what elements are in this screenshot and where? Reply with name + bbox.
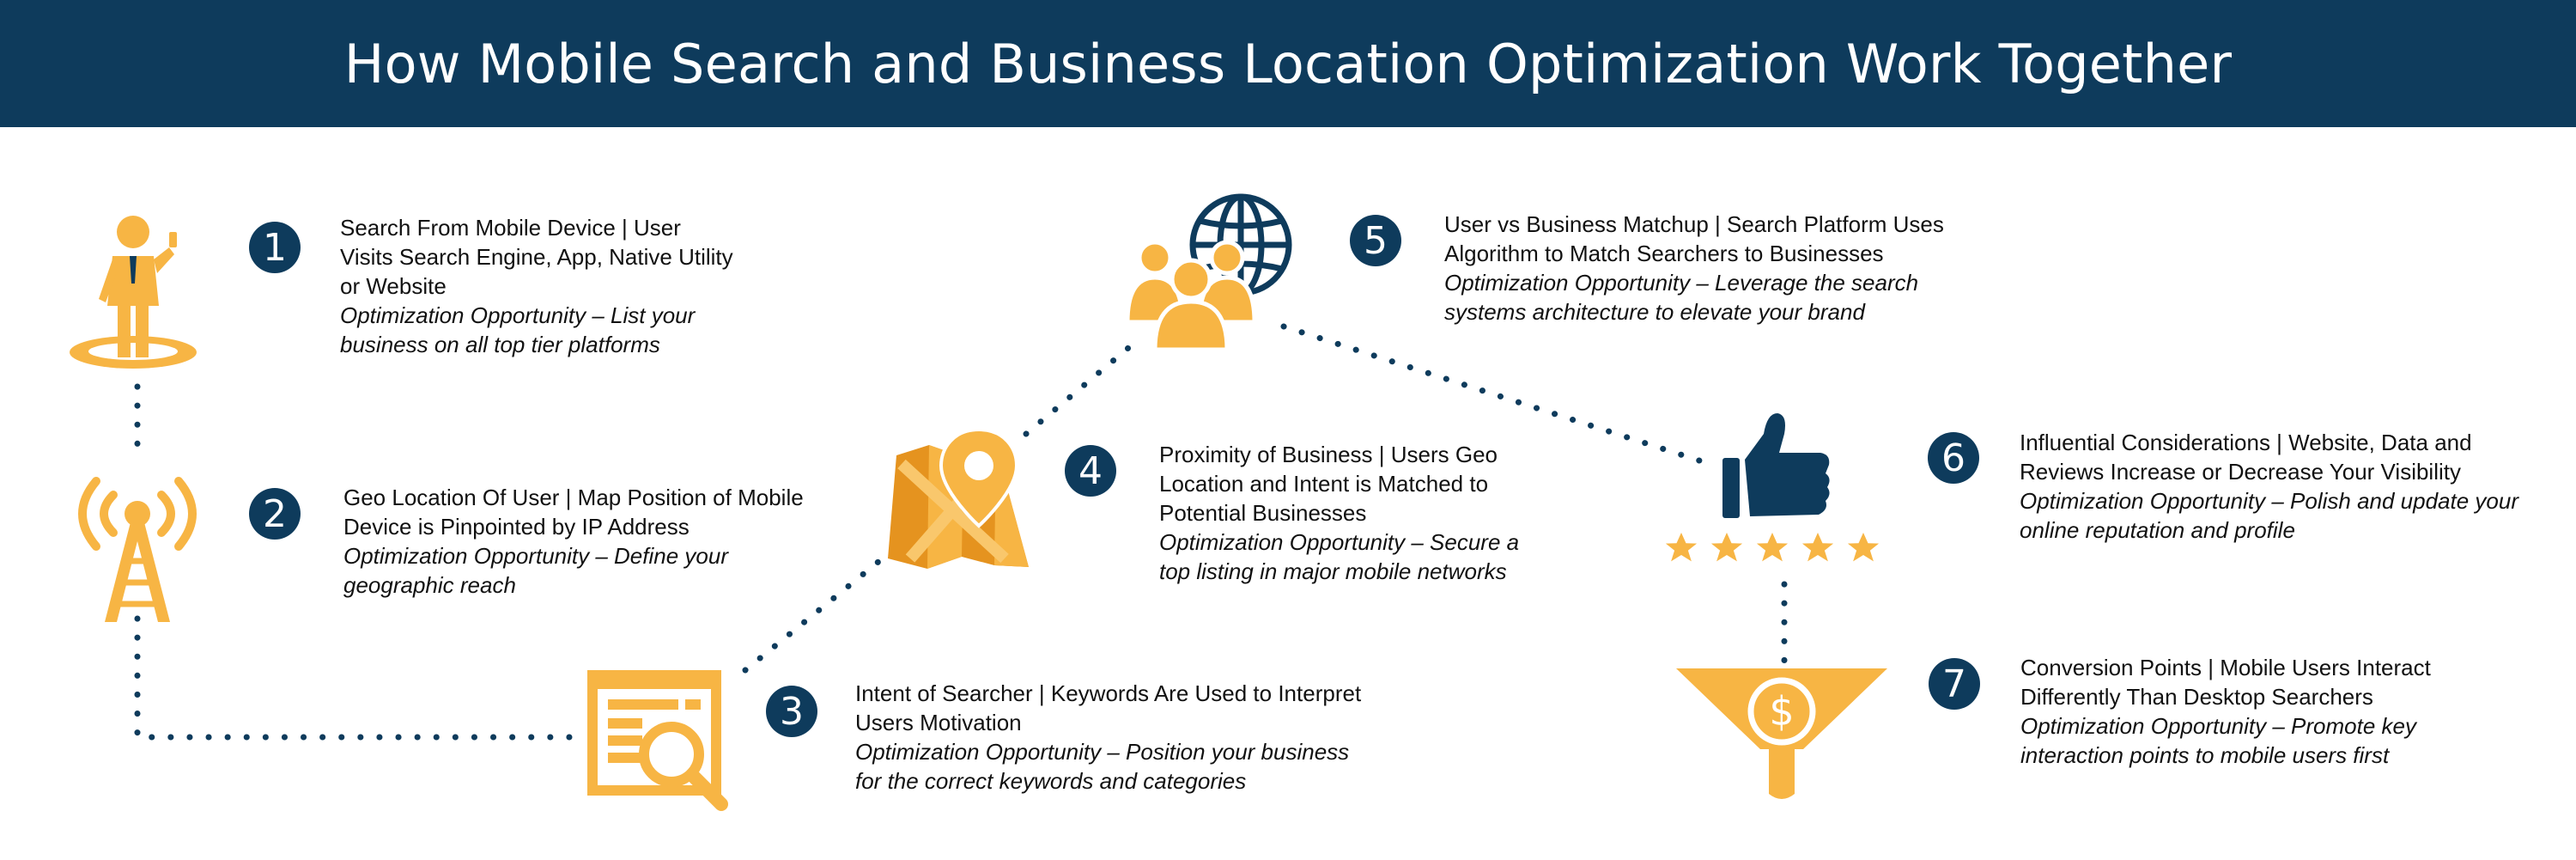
step-3-text: Intent of Searcher | Keywords Are Used t… [855,679,1370,796]
web-search-icon [587,670,728,811]
step-1-number: 1 [249,222,301,273]
map-pin-icon [888,430,1029,569]
signal-tower-icon [78,477,197,622]
step-2-title: Geo Location Of User | Map Position of M… [343,485,804,540]
step-6-opportunity: Optimization Opportunity – Polish and up… [2020,488,2519,543]
step-7-text: Conversion Points | Mobile Users Interac… [2020,653,2518,770]
step-6-title: Influential Considerations | Website, Da… [2020,430,2472,485]
step-7-opportunity: Optimization Opportunity – Promote key i… [2020,713,2416,768]
step-5-text: User vs Business Matchup | Search Platfo… [1444,210,1994,326]
svg-text:$: $ [1769,688,1794,735]
thumbs-up-stars-icon [1665,413,1880,562]
step-4-number: 4 [1065,445,1116,497]
step-2-opportunity: Optimization Opportunity – Define your g… [343,543,728,598]
step-2-number: 2 [249,488,301,540]
step-1-title: Search From Mobile Device | User Visits … [340,215,733,299]
step-3-number: 3 [766,686,817,737]
step-4-opportunity: Optimization Opportunity – Secure a top … [1159,529,1520,584]
header-banner: How Mobile Search and Business Location … [0,0,2576,127]
step-3-opportunity: Optimization Opportunity – Position your… [855,739,1350,794]
page-title: How Mobile Search and Business Location … [343,32,2233,95]
step-6-number: 6 [1928,432,1979,484]
step-1-text: Search From Mobile Device | User Visits … [340,213,735,359]
step-4-text: Proximity of Business | Users Geo Locati… [1159,440,1554,586]
step-5-number: 5 [1350,215,1401,266]
step-1-opportunity: Optimization Opportunity – List your bus… [340,302,696,357]
step-5-opportunity: Optimization Opportunity – Leverage the … [1444,270,1919,325]
step-4-title: Proximity of Business | Users Geo Locati… [1159,442,1498,526]
businessman-phone-icon [70,216,197,369]
dollar-funnel-icon: $ [1676,668,1887,799]
users-globe-icon [1125,193,1292,352]
step-6-text: Influential Considerations | Website, Da… [2020,428,2552,545]
step-2-text: Geo Location Of User | Map Position of M… [343,483,824,600]
step-5-title: User vs Business Matchup | Search Platfo… [1444,211,1944,266]
step-7-title: Conversion Points | Mobile Users Interac… [2020,655,2431,710]
step-7-number: 7 [1929,658,1980,710]
step-3-title: Intent of Searcher | Keywords Are Used t… [855,680,1362,735]
